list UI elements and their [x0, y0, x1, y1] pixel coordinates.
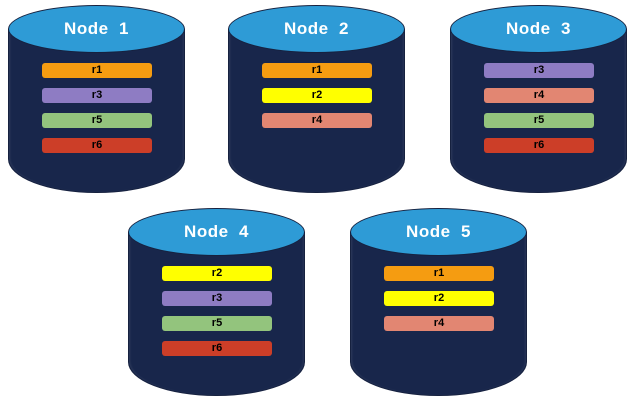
cylinder-top-icon [128, 208, 305, 256]
database-node-2[interactable]: Node 2 r1 r2 r4 [228, 5, 405, 193]
database-node-1[interactable]: Node 1 r1 r3 r5 r6 [8, 5, 185, 193]
replica-bar[interactable]: r1 [42, 63, 152, 78]
replica-bar[interactable]: r6 [484, 138, 594, 153]
cylinder-top-icon [228, 5, 405, 53]
node-label: Node 5 [406, 222, 471, 241]
replica-bar[interactable]: r2 [384, 291, 494, 306]
node-label: Node 1 [64, 19, 129, 38]
cylinder-body-icon [128, 232, 305, 396]
replica-bar[interactable]: r5 [484, 113, 594, 128]
cylinder-body-icon [450, 29, 627, 193]
replica-list: r1 r3 r5 r6 [42, 63, 152, 153]
database-node-4[interactable]: Node 4 r2 r3 r5 r6 [128, 208, 305, 396]
replica-list: r1 r2 r4 [384, 266, 494, 331]
cylinder-top-icon [350, 208, 527, 256]
replica-list: r3 r4 r5 r6 [484, 63, 594, 153]
replica-bar[interactable]: r4 [262, 113, 372, 128]
replica-bar[interactable]: r2 [162, 266, 272, 281]
cylinder-top-icon [8, 5, 185, 53]
database-node-5[interactable]: Node 5 r1 r2 r4 [350, 208, 527, 396]
replica-bar[interactable]: r4 [384, 316, 494, 331]
replica-list: r2 r3 r5 r6 [162, 266, 272, 356]
cylinder-body-icon [228, 29, 405, 193]
replica-bar[interactable]: r1 [384, 266, 494, 281]
replica-list: r1 r2 r4 [262, 63, 372, 128]
replica-bar[interactable]: r5 [42, 113, 152, 128]
replica-bar[interactable]: r1 [262, 63, 372, 78]
database-node-3[interactable]: Node 3 r3 r4 r5 r6 [450, 5, 627, 193]
replica-bar[interactable]: r3 [162, 291, 272, 306]
node-label: Node 4 [184, 222, 249, 241]
replica-bar[interactable]: r6 [162, 341, 272, 356]
replica-bar[interactable]: r6 [42, 138, 152, 153]
replica-bar[interactable]: r5 [162, 316, 272, 331]
replica-bar[interactable]: r4 [484, 88, 594, 103]
replica-bar[interactable]: r2 [262, 88, 372, 103]
cylinder-top-icon [450, 5, 627, 53]
node-label: Node 2 [284, 19, 349, 38]
replica-bar[interactable]: r3 [484, 63, 594, 78]
replica-bar[interactable]: r3 [42, 88, 152, 103]
node-label: Node 3 [506, 19, 571, 38]
cylinder-body-icon [8, 29, 185, 193]
